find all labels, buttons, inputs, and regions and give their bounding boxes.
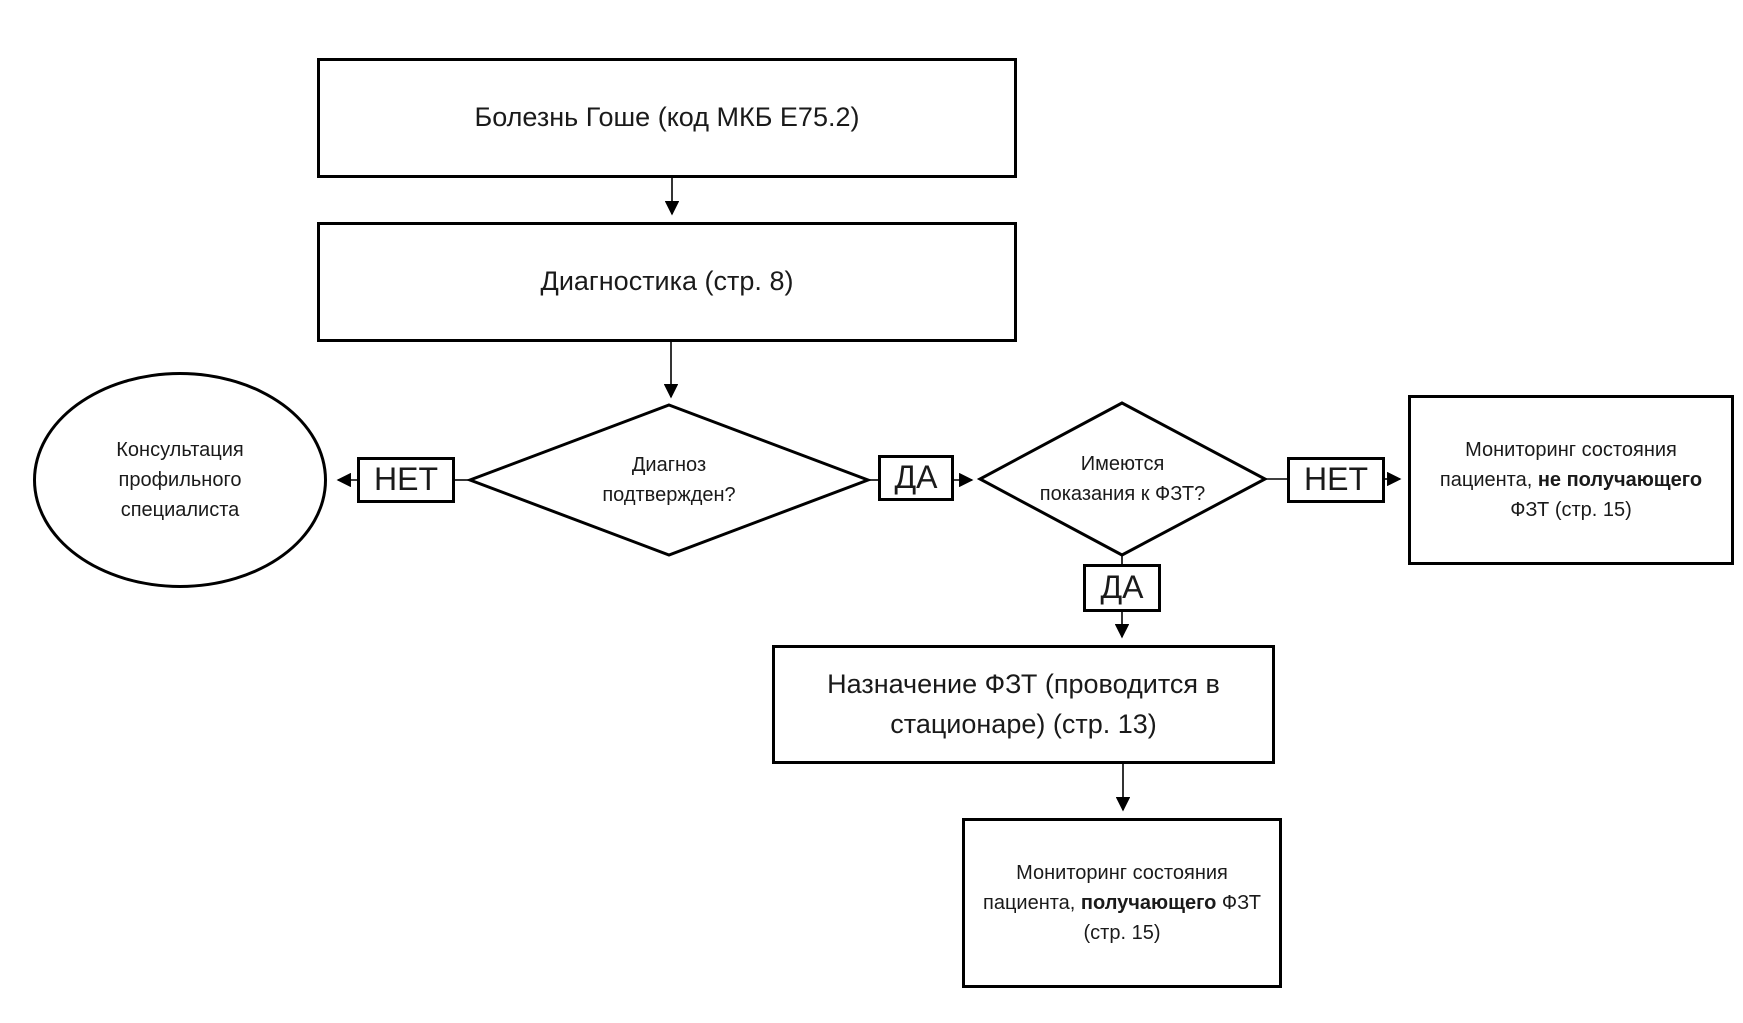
monitoring-with-ert-node: Мониторинг состояния пациента, получающе… <box>962 818 1282 988</box>
monitoring-with-ert-label: Мониторинг состояния пациента, получающе… <box>973 858 1271 948</box>
diagnosis-decision-diamond <box>465 403 873 557</box>
start-node-label: Болезнь Гоше (код МКБ Е75.2) <box>474 102 860 133</box>
no-edge-label-indications: НЕТ <box>1287 457 1385 503</box>
no-edge-label-diagnosis: НЕТ <box>357 457 455 503</box>
yes-edge-label-diagnosis-text: ДА <box>894 458 938 495</box>
start-node-gaucher-disease: Болезнь Гоше (код МКБ Е75.2) <box>317 58 1017 178</box>
monitoring-without-ert-node: Мониторинг состояния пациента, не получа… <box>1408 395 1734 565</box>
monitoring-with-ert-text-before: Мониторинг состояния пациента, <box>982 862 1228 914</box>
ert-indications-decision-diamond <box>976 401 1269 557</box>
ert-prescription-node: Назначение ФЗТ (проводится в стационаре)… <box>772 645 1275 764</box>
no-edge-label-indications-text: НЕТ <box>1304 460 1368 497</box>
diagnostics-node-label: Диагностика (стр. 8) <box>540 266 794 297</box>
no-edge-label-diagnosis-text: НЕТ <box>374 460 438 497</box>
ert-prescription-label: Назначение ФЗТ (проводится в стационаре)… <box>827 669 1220 739</box>
monitoring-without-ert-text-after: ФЗТ (стр. 15) <box>1510 499 1632 521</box>
monitoring-without-ert-label: Мониторинг состояния пациента, не получа… <box>1421 435 1721 525</box>
monitoring-without-ert-text-bold: не получающего <box>1537 469 1703 491</box>
yes-edge-label-indications: ДА <box>1083 564 1161 612</box>
diagnostics-node: Диагностика (стр. 8) <box>317 222 1017 342</box>
consultation-ellipse-node: Консультация профильного специалиста <box>33 372 327 588</box>
monitoring-with-ert-text-bold: получающего <box>1080 892 1217 914</box>
yes-edge-label-diagnosis: ДА <box>878 455 954 501</box>
yes-edge-label-indications-text: ДА <box>1100 568 1144 605</box>
monitoring-without-ert-text-before: Мониторинг состояния пациента, <box>1439 439 1677 491</box>
monitoring-with-ert-text-after: ФЗТ (стр. 15) <box>1083 892 1261 944</box>
consultation-node-label: Консультация профильного специалиста <box>116 439 244 521</box>
